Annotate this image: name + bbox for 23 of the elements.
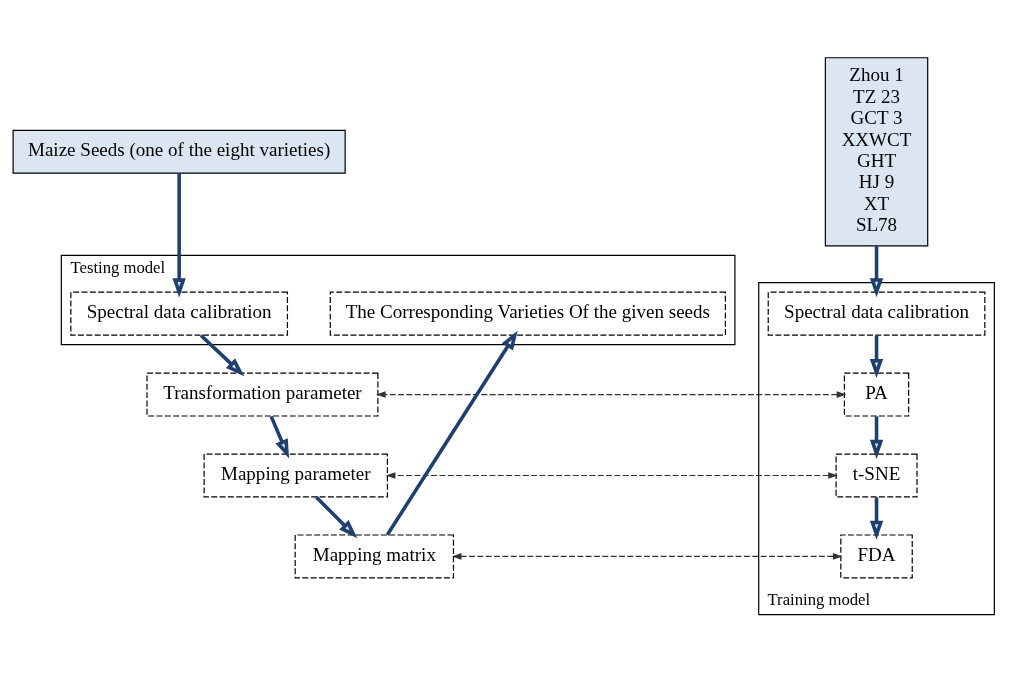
node-box: FDA [840,534,913,579]
node-box: Transformation parameter [146,372,379,417]
arrow [376,391,847,398]
arrow [869,416,884,459]
arrow [869,246,884,298]
arrow [385,330,518,536]
arrow [172,173,186,298]
arrow [869,497,884,540]
arrow [451,553,843,560]
arrow [869,335,884,378]
arrow [315,496,358,539]
arrow [269,415,290,459]
node-box: t-SNE [835,453,918,498]
node-box: Zhou 1 TZ 23 GCT 3 XXWCT GHT HJ 9 XT SL78 [824,57,929,247]
node-box: Spectral data calibration [70,291,289,336]
node-box: Mapping matrix [294,534,455,579]
arrow [385,472,838,479]
node-box: PA [843,372,910,417]
node-box: The Corresponding Varieties Of the given seeds [329,291,726,336]
node-box: Mapping parameter [203,453,388,498]
node-box: Spectral data calibration [767,291,986,336]
node-box: Maize Seeds (one of the eight varieties) [12,129,346,174]
arrow [199,334,245,377]
